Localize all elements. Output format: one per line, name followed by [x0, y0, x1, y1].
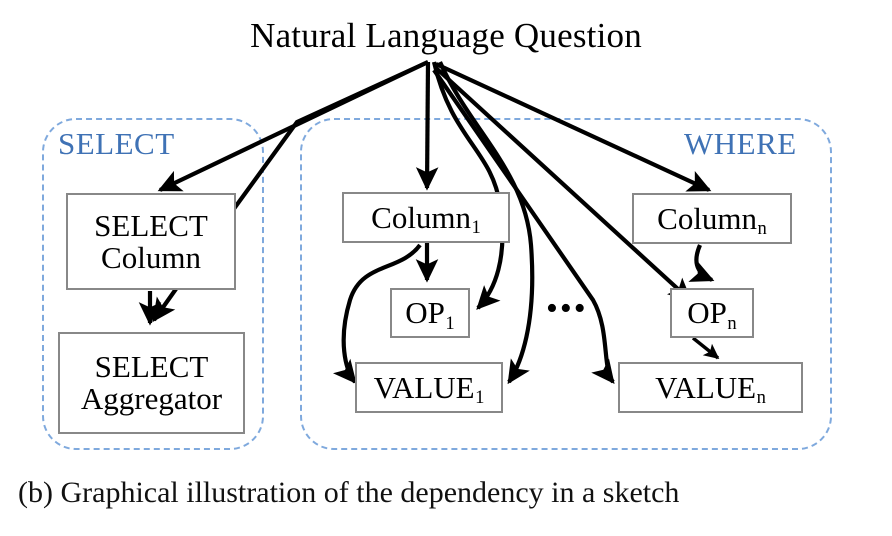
node-op-1-subscript: 1 [445, 312, 455, 334]
node-op-n[interactable]: OPn [670, 288, 754, 338]
node-column-1[interactable]: Column1 [342, 192, 510, 243]
node-value-1-label: VALUE [373, 369, 475, 405]
node-column-n[interactable]: Columnn [632, 193, 792, 244]
node-value-1-subscript: 1 [475, 387, 485, 409]
node-select-column[interactable]: SELECT Column [66, 193, 236, 290]
edge-question-to-value-n [432, 68, 615, 385]
node-value-n-subscript: n [756, 387, 766, 409]
group-label-select: SELECT [58, 126, 175, 161]
page-title: Natural Language Question [250, 16, 642, 55]
edge-column-1-to-value-1 [333, 243, 422, 385]
node-column-n-subscript: n [757, 218, 767, 240]
node-op-n-label: OP [687, 295, 727, 331]
group-select-container [42, 118, 264, 450]
node-select-aggregator-line1: SELECT [94, 349, 209, 385]
node-op-1-label: OP [405, 295, 445, 331]
edge-column-n-to-op-n [688, 244, 715, 282]
edge-question-to-select-aggregator [152, 60, 429, 323]
edge-question-to-op-n [434, 66, 692, 302]
node-select-column-line2: Column [101, 239, 201, 275]
node-column-1-subscript: 1 [471, 217, 481, 239]
node-op-1[interactable]: OP1 [390, 288, 470, 338]
node-column-1-label: Column [371, 199, 472, 235]
edge-op-n-to-value-n [691, 336, 720, 360]
figure-caption: (b) Graphical illustration of the depend… [18, 476, 680, 509]
node-value-n[interactable]: VALUEn [618, 362, 803, 413]
group-label-where: WHERE [684, 126, 797, 161]
ellipsis-separator: ••• [546, 290, 588, 327]
node-column-n-label: Column [657, 200, 758, 236]
node-select-aggregator-line2: Aggregator [80, 381, 223, 416]
edge-question-to-value-1 [438, 61, 535, 385]
group-where-container [300, 118, 832, 450]
edge-question-to-column-1 [415, 61, 439, 191]
node-value-1[interactable]: VALUE1 [355, 362, 503, 413]
node-select-aggregator[interactable]: SELECT Aggregator [58, 332, 245, 434]
node-select-column-line1: SELECT [94, 207, 208, 243]
node-op-n-subscript: n [727, 312, 737, 334]
edge-question-to-column-n [435, 62, 712, 192]
node-value-n-label: VALUE [655, 369, 757, 405]
